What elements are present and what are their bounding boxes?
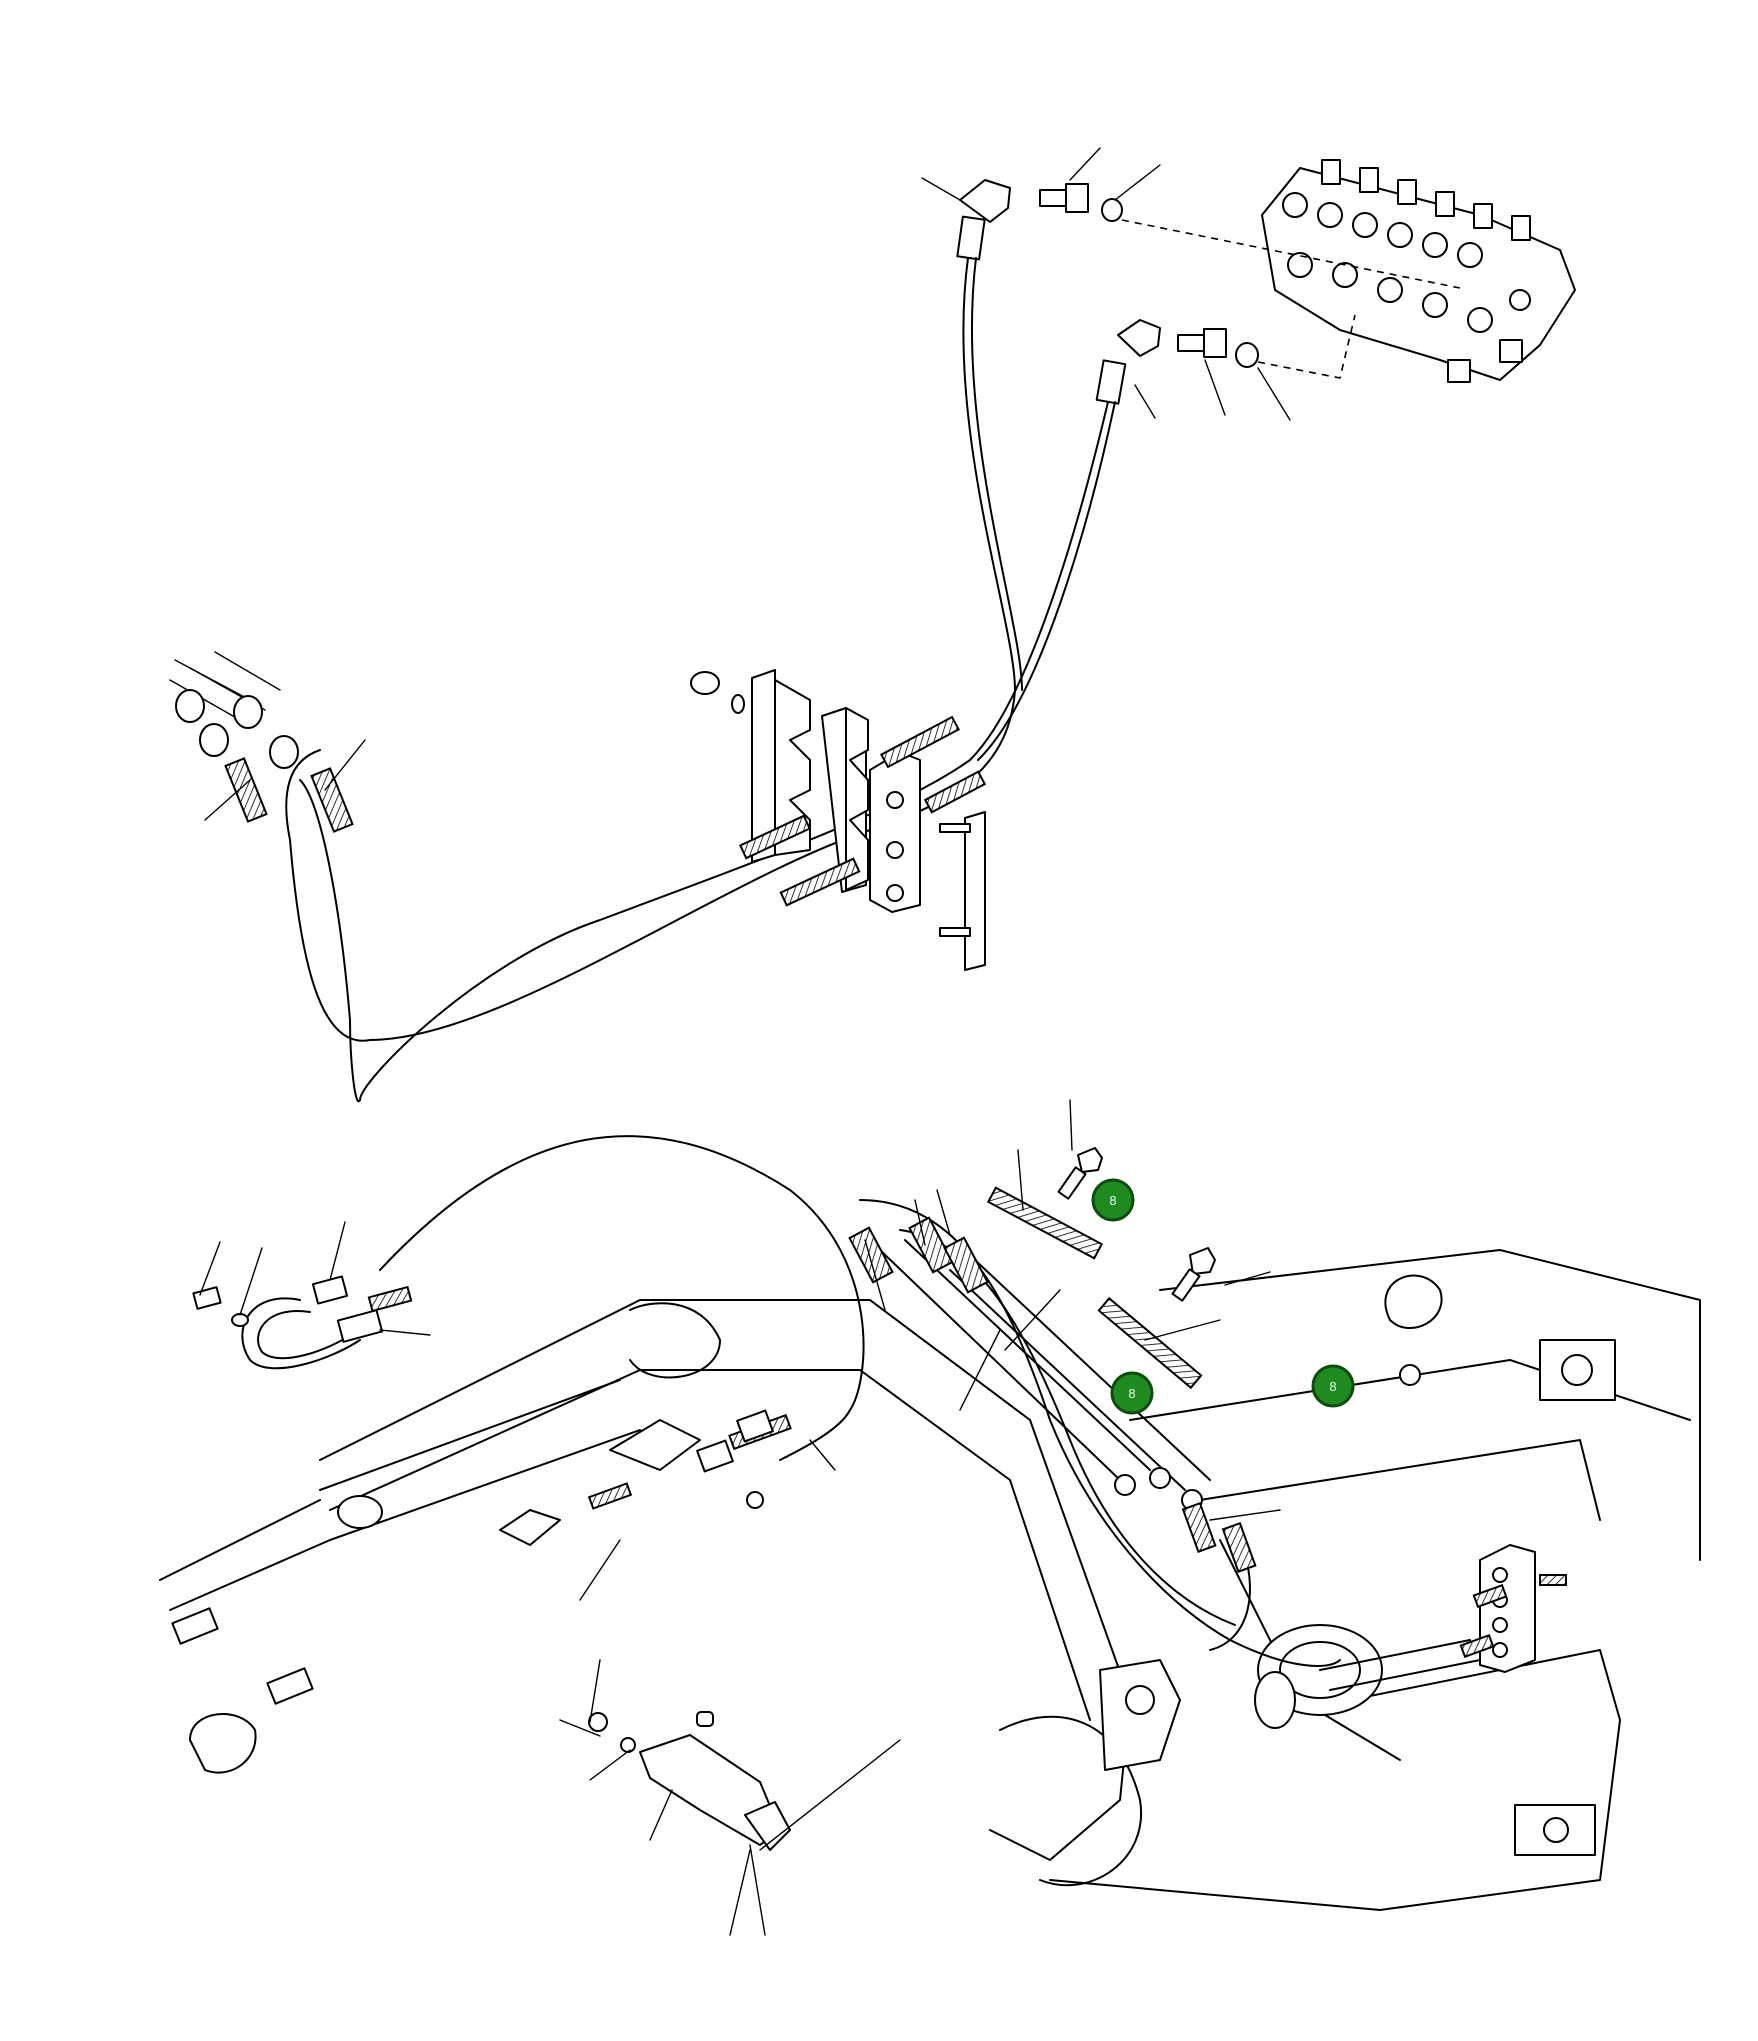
callout-badge-top[interactable]: 8 [1091, 1178, 1135, 1222]
swivel-joint [1254, 1624, 1383, 1729]
left-hose-end-fittings [169, 651, 366, 833]
lower-bracket [588, 1711, 791, 1851]
boom-cylinder [159, 1379, 641, 1774]
upper-assembly [169, 147, 1576, 1103]
callout-label-middle: 8 [1128, 1386, 1135, 1401]
callout-badge-middle[interactable]: 8 [1110, 1371, 1154, 1415]
boom-hose-fittings [499, 1409, 792, 1546]
control-valve-block [1261, 159, 1576, 383]
callout-label-right: 8 [1329, 1379, 1336, 1394]
left-hose-loop [192, 1275, 413, 1370]
bolt-top [1057, 1147, 1103, 1200]
boom [319, 1299, 1181, 1887]
upper-hose-fitting-b [1095, 319, 1259, 405]
hose-clamp-assembly [690, 669, 987, 971]
callout-badge-right[interactable]: 8 [1311, 1364, 1355, 1408]
junction-block [1459, 1544, 1567, 1673]
lower-assembly [159, 1099, 1701, 1936]
upper-frame [1049, 1249, 1701, 1911]
callout-label-top: 8 [1109, 1193, 1116, 1208]
steel-pipe-set [848, 1216, 1257, 1573]
bolt-mid [1171, 1247, 1216, 1302]
upper-hose-fitting-a [956, 179, 1123, 261]
